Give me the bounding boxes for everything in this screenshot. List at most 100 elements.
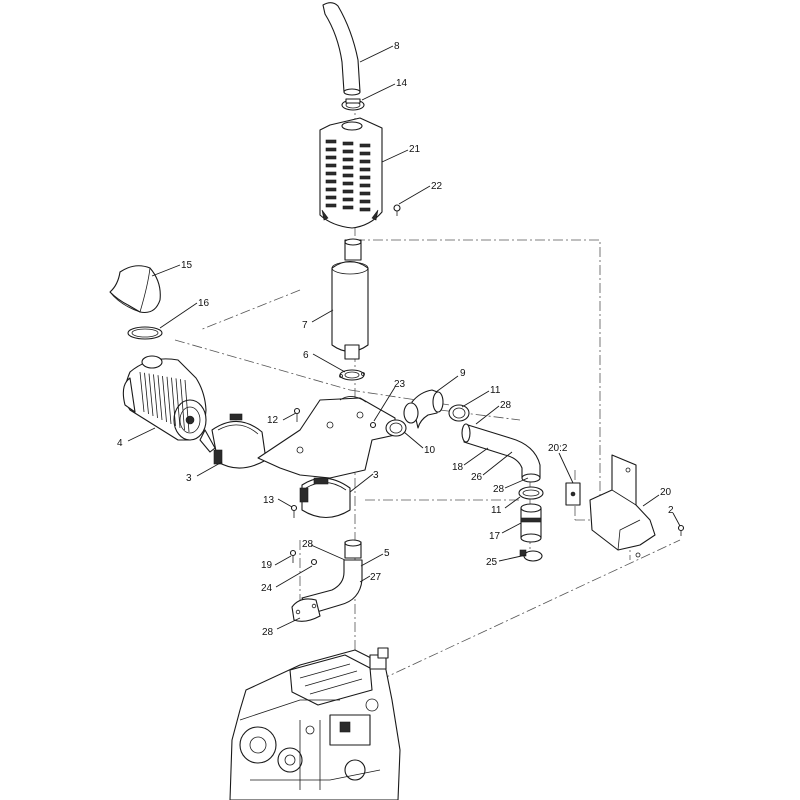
shield-slot: [342, 189, 354, 194]
heat-shield-slots: [325, 139, 371, 212]
shield-slot: [359, 167, 371, 172]
callout-15: 15: [181, 260, 193, 271]
shield-slot: [342, 197, 354, 202]
part-14-clamp: [341, 98, 365, 111]
callout-4: 4: [117, 438, 123, 449]
callout-26: 26: [471, 472, 483, 483]
callout-16: 16: [198, 298, 210, 309]
shield-slot: [342, 173, 354, 178]
part-2-screw: [677, 524, 685, 536]
part-3-mounting-band-upper: [211, 413, 267, 469]
callout-14: 14: [396, 78, 408, 89]
part-26-intake-hose: [461, 423, 541, 483]
callout-28a: 28: [500, 400, 512, 411]
part-11-clamp-upper: [448, 404, 470, 422]
callout-12: 12: [267, 415, 279, 426]
shield-slot: [342, 181, 354, 186]
callout-28c: 28: [302, 539, 314, 550]
callout-25: 25: [486, 557, 498, 568]
part-16-band-clamp: [127, 326, 163, 340]
shield-slot: [342, 149, 354, 154]
cleaner-fin: [162, 375, 167, 423]
callout-3a: 3: [186, 473, 192, 484]
callout-21: 21: [409, 144, 421, 155]
callout-9: 9: [460, 368, 466, 379]
callout-2: 2: [668, 505, 674, 516]
shield-slot: [359, 183, 371, 188]
part-9-elbow: [403, 389, 444, 429]
part-24-washer: [310, 558, 318, 566]
part-20-2-decal: [565, 482, 581, 506]
callout-3b: 3: [373, 470, 379, 481]
cleaner-fin: [171, 377, 176, 427]
part-17-fitting: [520, 503, 542, 543]
shield-slot: [325, 139, 337, 144]
part-27-exhaust-pipe: [291, 539, 363, 622]
shield-slot: [359, 143, 371, 148]
cleaner-fin: [175, 378, 181, 429]
part-3-mounting-band-lower: [299, 477, 351, 519]
callout-27: 27: [370, 572, 382, 583]
part-23-bolt: [369, 421, 377, 429]
shield-slot: [342, 157, 354, 162]
callout-20-2: 20:2: [548, 443, 568, 454]
cleaner-fin: [157, 375, 163, 421]
shield-slot: [325, 203, 337, 208]
cleaner-fin: [139, 371, 145, 413]
callout-18: 18: [452, 462, 464, 473]
callout-17: 17: [489, 531, 501, 542]
part-6-gasket: [339, 369, 365, 381]
cleaner-fin: [166, 376, 172, 425]
shield-slot: [325, 195, 337, 200]
air-cleaner-fins: [139, 371, 190, 433]
shield-slot: [359, 151, 371, 156]
shield-slot: [359, 191, 371, 196]
callout-20: 20: [660, 487, 672, 498]
callout-22: 22: [431, 181, 443, 192]
part-7-muffler: [331, 238, 369, 360]
shield-slot: [325, 147, 337, 152]
callout-24: 24: [261, 583, 273, 594]
callout-13: 13: [263, 495, 275, 506]
mounting-bracket: [257, 396, 396, 479]
shield-slot: [325, 187, 337, 192]
shield-slot: [359, 199, 371, 204]
callout-8: 8: [394, 41, 400, 52]
callout-10: 10: [424, 445, 436, 456]
cleaner-fin: [180, 379, 185, 431]
shield-slot: [342, 165, 354, 170]
callout-11b: 11: [491, 505, 502, 516]
cleaner-fin: [153, 374, 158, 419]
shield-slot: [342, 205, 354, 210]
part-11-clamp-lower: [518, 486, 544, 500]
callout-7: 7: [302, 320, 308, 331]
shield-slot: [325, 179, 337, 184]
callout-5: 5: [384, 548, 390, 559]
part-19-bolt: [289, 549, 297, 563]
shield-slot: [359, 159, 371, 164]
cleaner-fin: [184, 379, 190, 433]
part-22-screw: [393, 204, 401, 216]
cleaner-fin: [148, 373, 154, 417]
part-13-bolt: [290, 504, 298, 518]
shield-slot: [359, 175, 371, 180]
callout-19: 19: [261, 560, 273, 571]
shield-slot: [325, 163, 337, 168]
part-10-ring: [385, 419, 407, 437]
engine-block: [229, 647, 401, 800]
shield-slot: [325, 155, 337, 160]
callout-28d: 28: [262, 627, 274, 638]
part-25-hose-clamp: [519, 549, 543, 562]
part-8-tail-pipe: [322, 2, 361, 96]
cleaner-fin: [144, 372, 149, 415]
callout-labels: 8 14 21 22 15 16 7 6 23 9 11 28 4 12 10 …: [117, 41, 674, 638]
shield-slot: [342, 141, 354, 146]
callout-28b: 28: [493, 484, 505, 495]
part-12-bolt: [293, 407, 301, 422]
part-15-intake-hood: [109, 265, 161, 314]
leader-lines: [127, 45, 681, 630]
shield-slot: [359, 207, 371, 212]
shield-slot: [325, 171, 337, 176]
callout-6: 6: [303, 350, 309, 361]
